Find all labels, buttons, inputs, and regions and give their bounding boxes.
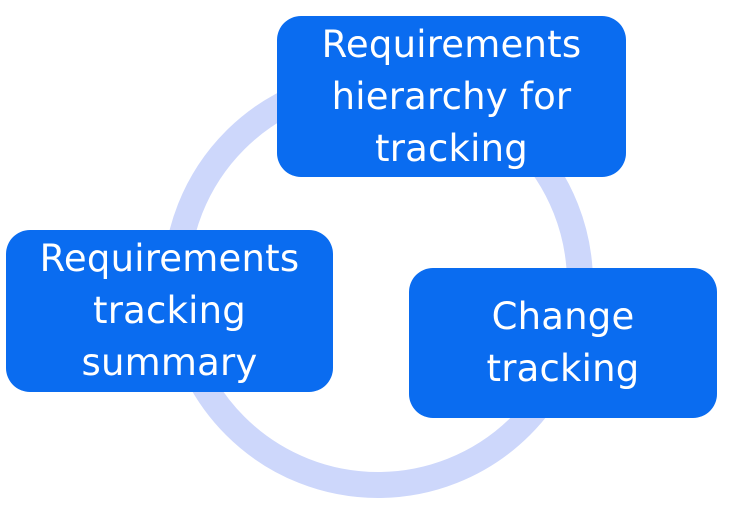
node-requirements-hierarchy-label: Requirements hierarchy for tracking [321,22,582,170]
node-requirements-hierarchy: Requirements hierarchy for tracking [277,16,626,177]
node-change-tracking-label: Change tracking [486,295,640,390]
node-requirements-tracking-summary: Requirements tracking summary [6,230,333,392]
node-requirements-tracking-summary-label: Requirements tracking summary [39,237,300,384]
node-change-tracking: Change tracking [409,268,717,418]
